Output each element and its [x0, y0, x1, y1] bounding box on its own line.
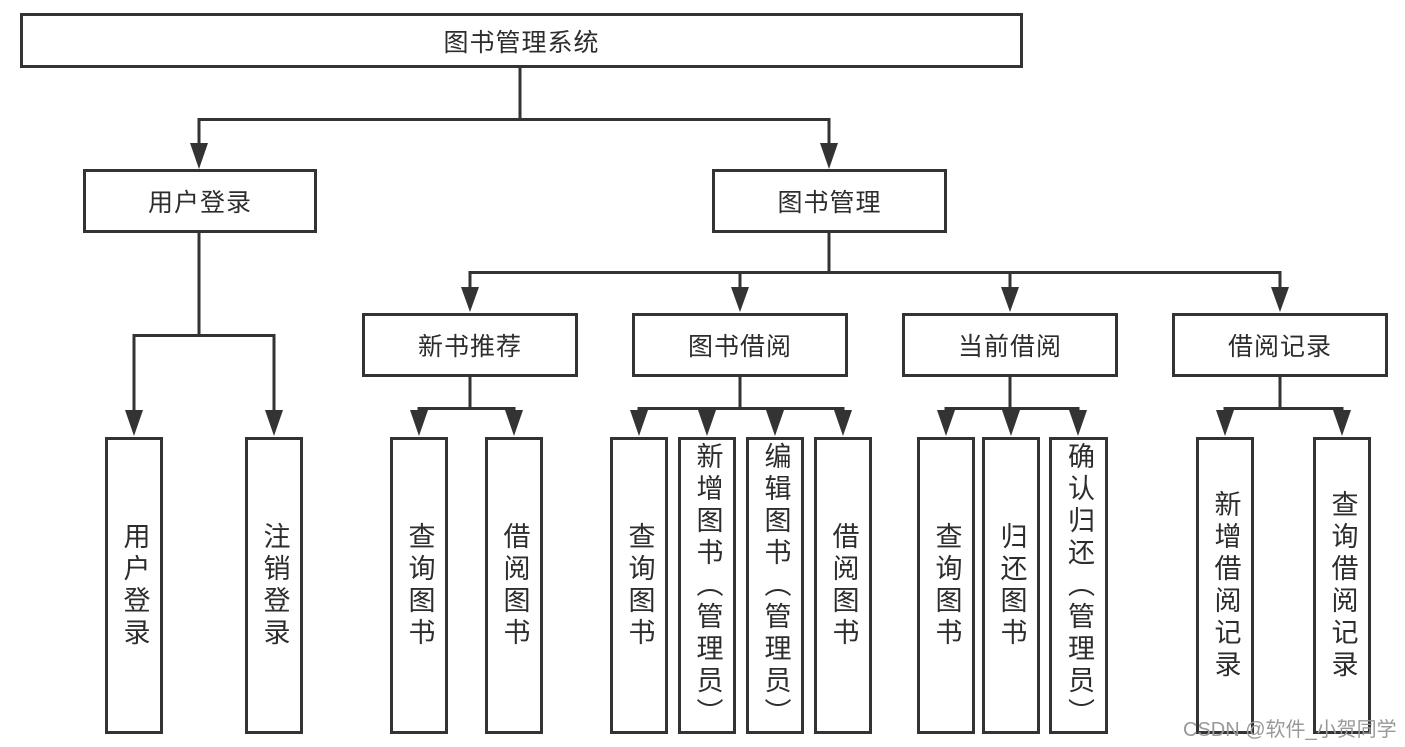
- arrowheads-level1: [190, 143, 838, 169]
- leaf-query-borrow-record: 查询借阅记录: [1313, 437, 1371, 734]
- leaf-query-books-current: 查询图书: [917, 437, 975, 734]
- node-book-borrowing: 图书借阅: [632, 313, 848, 377]
- leaf-return-book-label: 归还图书: [996, 521, 1027, 650]
- leaf-query-books-borrow: 查询图书: [610, 437, 668, 734]
- node-root-label: 图书管理系统: [443, 28, 600, 57]
- leaf-query-books-current-label: 查询图书: [931, 521, 962, 650]
- node-current-borrowing-label: 当前借阅: [957, 333, 1062, 361]
- node-book-borrowing-label: 图书借阅: [687, 333, 792, 361]
- node-root-system: 图书管理系统: [20, 13, 1023, 68]
- leaf-add-book-admin-label: 新增图书（管理员）: [692, 441, 723, 730]
- node-book-management: 图书管理: [712, 169, 947, 233]
- csdn-watermark: CSDN @软件_小贺同学: [1183, 719, 1397, 741]
- leaf-add-book-admin: 新增图书（管理员）: [678, 437, 736, 734]
- leaf-query-books-recommend: 查询图书: [390, 437, 448, 734]
- node-new-book-recommendation-label: 新书推荐: [417, 333, 522, 361]
- connector-book-management-branch: [468, 233, 1282, 292]
- leaf-return-book: 归还图书: [982, 437, 1040, 734]
- arrowheads-level2: [461, 287, 1289, 312]
- leaf-borrow-book-label: 借阅图书: [828, 521, 859, 650]
- node-borrowing-records: 借阅记录: [1172, 313, 1388, 377]
- leaf-borrow-books-recommend-label: 借阅图书: [499, 521, 530, 650]
- node-user-login: 用户登录: [83, 169, 317, 233]
- node-current-borrowing: 当前借阅: [902, 313, 1118, 377]
- leaf-user-login: 用户登录: [105, 437, 163, 734]
- node-book-management-label: 图书管理: [777, 189, 882, 217]
- node-borrowing-records-label: 借阅记录: [1227, 333, 1332, 361]
- leaf-borrow-book: 借阅图书: [814, 437, 872, 734]
- connector-leaf-branches: [417, 377, 1344, 415]
- connector-root-to-level1: [197, 68, 831, 148]
- leaf-borrow-books-recommend: 借阅图书: [485, 437, 543, 734]
- leaf-edit-book-admin-label: 编辑图书（管理员）: [760, 441, 791, 730]
- leaf-add-borrow-record: 新增借阅记录: [1196, 437, 1254, 734]
- leaf-query-books-borrow-label: 查询图书: [624, 521, 655, 650]
- arrowheads-leaves: [410, 410, 1351, 436]
- leaf-edit-book-admin: 编辑图书（管理员）: [746, 437, 804, 734]
- connector-user-login-branch: [132, 233, 276, 414]
- leaf-logout: 注销登录: [245, 437, 303, 734]
- leaf-confirm-return-admin: 确认归还（管理员）: [1049, 437, 1108, 734]
- leaf-user-login-label: 用户登录: [119, 521, 150, 650]
- leaf-query-books-recommend-label: 查询图书: [404, 521, 435, 650]
- leaf-logout-label: 注销登录: [259, 521, 290, 650]
- leaf-add-borrow-record-label: 新增借阅记录: [1210, 489, 1241, 682]
- leaf-query-borrow-record-label: 查询借阅记录: [1327, 489, 1358, 682]
- node-user-login-label: 用户登录: [147, 189, 252, 217]
- node-new-book-recommendation: 新书推荐: [362, 313, 578, 377]
- leaf-confirm-return-admin-label: 确认归还（管理员）: [1064, 441, 1094, 730]
- arrowheads-user-login-branch: [125, 410, 283, 436]
